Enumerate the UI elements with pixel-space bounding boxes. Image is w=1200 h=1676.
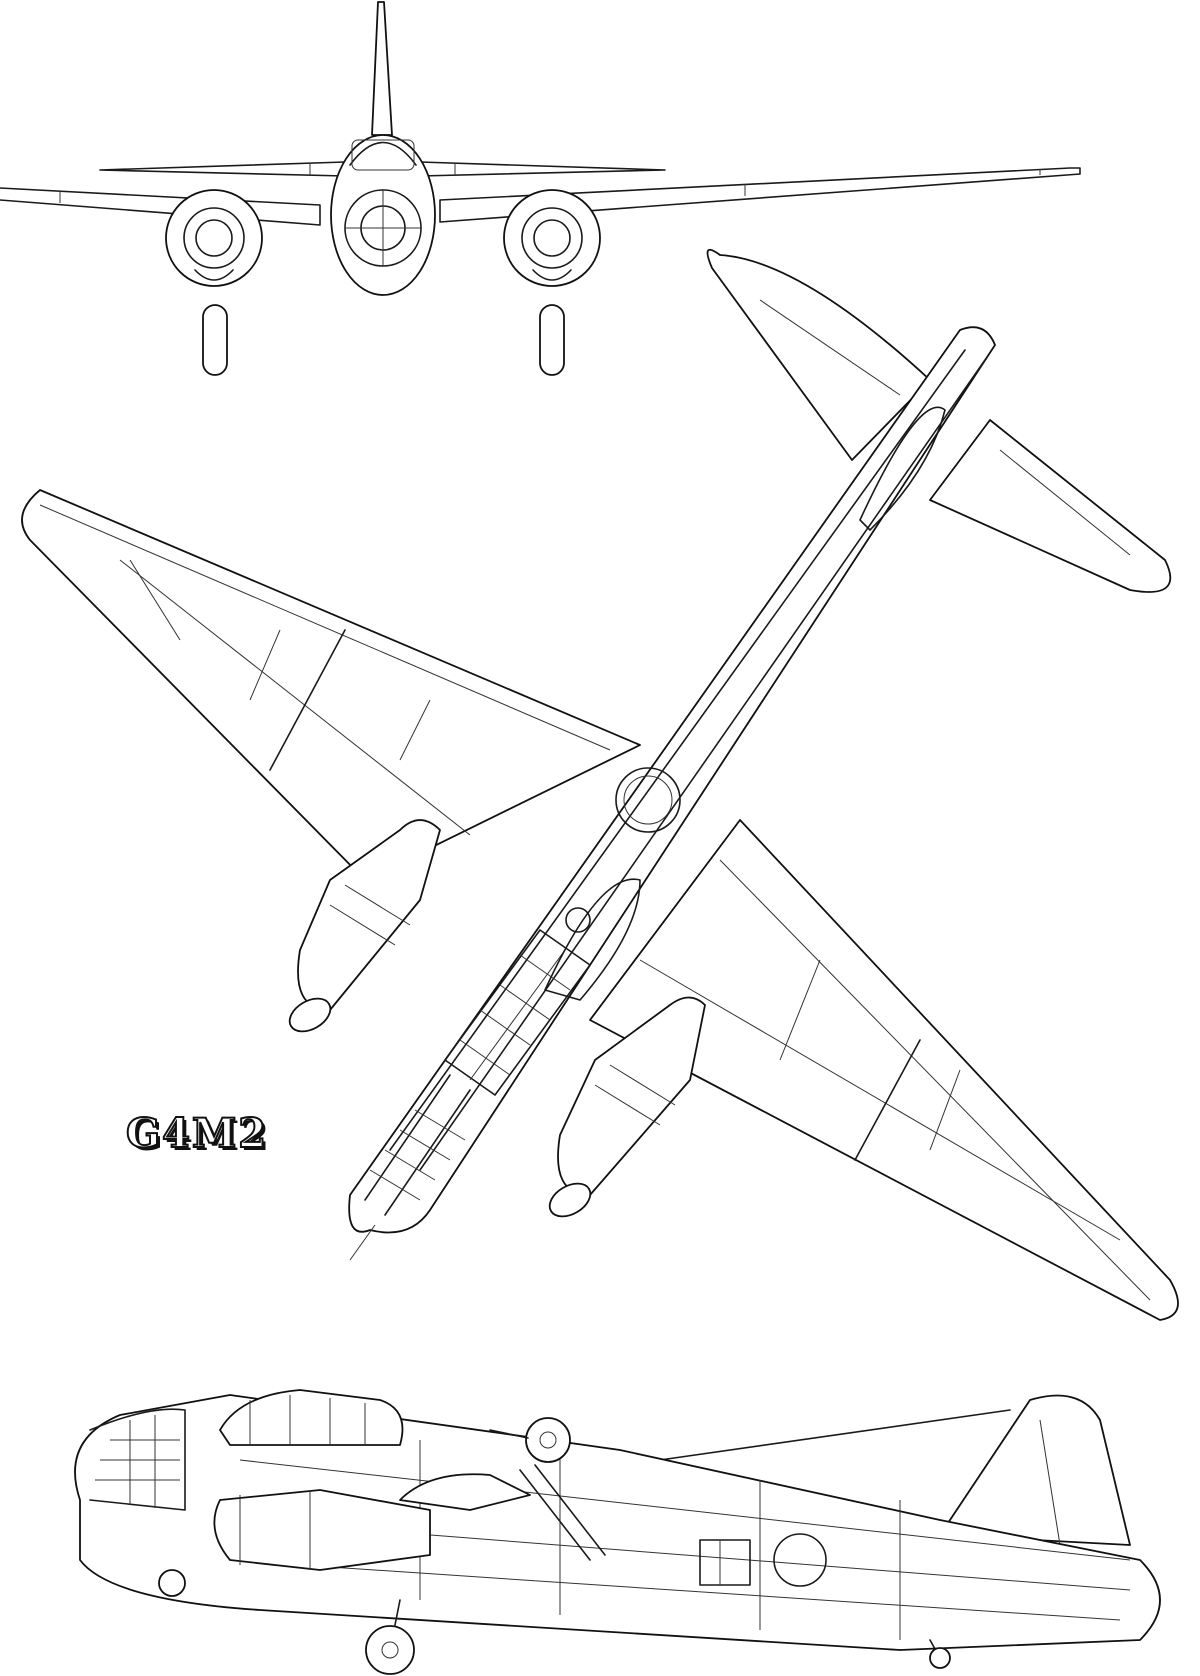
front-right-wing xyxy=(439,167,1081,223)
front-left-wing xyxy=(0,187,321,226)
side-wing-root xyxy=(399,1473,531,1511)
top-view xyxy=(21,248,1179,1321)
side-main-wheel xyxy=(365,1599,415,1675)
top-cockpit-glazing xyxy=(444,929,591,1096)
side-vertical-fin xyxy=(939,1394,1131,1546)
top-left-wing xyxy=(21,489,641,881)
top-tailplane-right xyxy=(929,419,1172,593)
top-left-engine xyxy=(288,819,441,1033)
aircraft-designation: G4M2 xyxy=(125,1109,269,1158)
side-crew-door xyxy=(699,1539,751,1586)
side-dorsal-turret xyxy=(489,1417,571,1463)
front-vertical-fin xyxy=(371,1,393,136)
front-left-engine xyxy=(165,189,263,287)
front-left-wheel xyxy=(202,304,228,376)
side-tail-wheel xyxy=(929,1639,951,1669)
side-hinomaru xyxy=(773,1533,827,1587)
side-nose-glazing xyxy=(89,1408,186,1511)
front-right-engine xyxy=(503,189,601,287)
front-view xyxy=(0,1,1081,376)
front-right-wheel xyxy=(539,304,565,376)
top-dorsal-turret xyxy=(615,767,681,833)
top-nose-glazing xyxy=(364,1074,471,1216)
side-cockpit-canopy xyxy=(219,1389,404,1446)
top-hinomaru xyxy=(565,907,591,933)
top-right-engine xyxy=(548,996,706,1218)
side-fuselage xyxy=(74,1394,1161,1651)
side-engine-nacelle xyxy=(213,1489,431,1571)
side-front-ring xyxy=(158,1569,186,1597)
side-view xyxy=(74,1389,1161,1675)
top-right-wing xyxy=(589,819,1179,1321)
